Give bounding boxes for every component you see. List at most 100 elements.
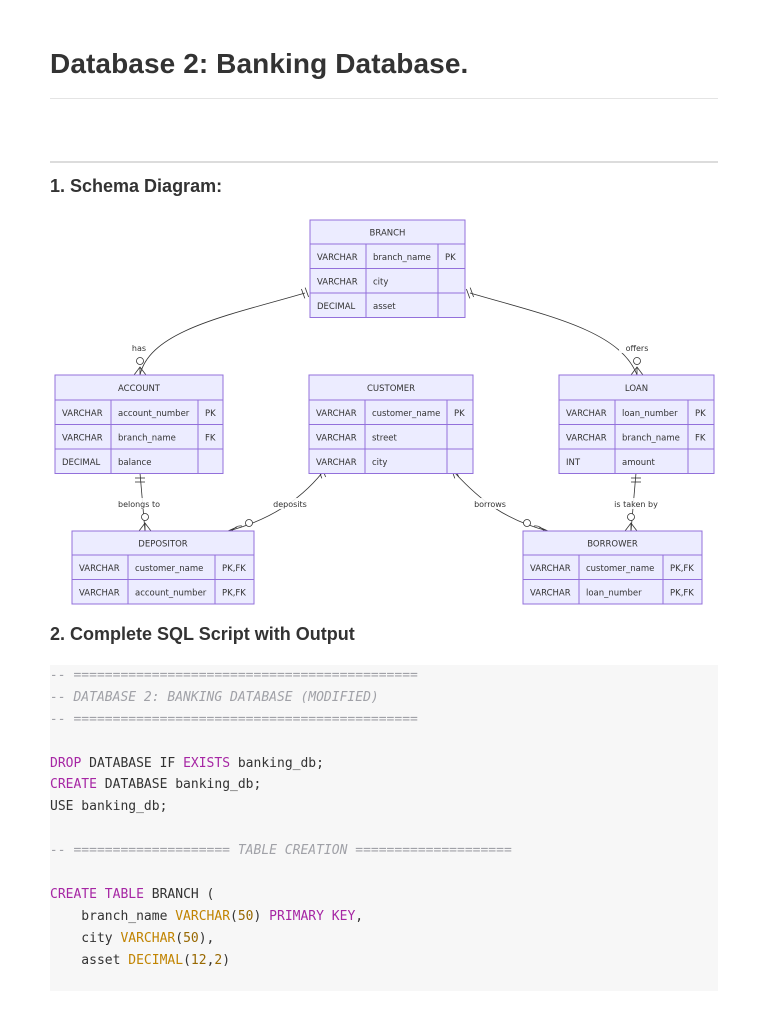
attribute-cell: loan_number	[622, 409, 678, 419]
relationship-edge	[466, 287, 644, 376]
code-token: EXISTS	[183, 755, 231, 771]
entity-box	[522, 530, 703, 605]
page-title: Database 2: Banking Database.	[50, 48, 469, 79]
attribute-cell: amount	[622, 458, 655, 468]
code-token: CREATE	[50, 886, 97, 902]
code-token: )	[253, 908, 270, 924]
attribute-cell: DECIMAL	[317, 302, 356, 312]
relationship-label: is taken by	[614, 500, 658, 509]
relationship-edge	[624, 472, 641, 532]
attribute-cell: VARCHAR	[317, 253, 358, 263]
attribute-cell: VARCHAR	[79, 564, 120, 574]
section-heading-schema: 1. Schema Diagram:	[50, 176, 223, 196]
code-token: TABLE	[104, 886, 144, 902]
relationship-label: borrows	[474, 500, 506, 509]
code-token: 50	[237, 908, 254, 924]
code-token: ,	[206, 952, 215, 968]
attribute-cell: VARCHAR	[316, 409, 357, 419]
code-token: )	[222, 952, 231, 968]
code-line	[50, 862, 718, 884]
attribute-cell: INT	[566, 458, 581, 468]
attribute-cell: PK	[205, 409, 216, 419]
code-line: -- =====================================…	[50, 709, 718, 731]
attribute-cell: asset	[373, 302, 396, 312]
relationship-label: has	[132, 344, 146, 353]
attribute-cell: account_number	[135, 588, 207, 598]
code-token: -- DATABASE 2: BANKING DATABASE (MODIFIE…	[50, 689, 379, 705]
code-token: USE banking_db;	[50, 799, 168, 815]
attribute-cell: branch_name	[118, 433, 176, 443]
entity-box	[71, 530, 255, 605]
entity-name: BORROWER	[587, 540, 638, 550]
attribute-cell: PK,FK	[670, 588, 694, 598]
relationship-label: offers	[626, 344, 649, 353]
sql-code-block: -- =====================================…	[50, 665, 718, 991]
attribute-cell: street	[372, 433, 398, 443]
code-token: -- ==================== TABLE CREATION =…	[50, 843, 512, 859]
code-token: 2	[214, 952, 223, 968]
code-token: DECIMAL	[128, 952, 184, 968]
code-line: USE banking_db;	[50, 796, 718, 818]
attribute-cell: customer_name	[135, 564, 203, 574]
code-token: branch_name	[50, 908, 176, 924]
code-token: 12	[190, 952, 207, 968]
code-token: city	[50, 930, 121, 946]
title-divider	[50, 98, 718, 99]
code-line: asset DECIMAL(12,2)	[50, 950, 718, 972]
code-token: -- =====================================…	[50, 711, 418, 727]
attribute-cell: FK	[205, 433, 216, 443]
attribute-cell: account_number	[118, 409, 190, 419]
code-token: ,	[355, 908, 364, 924]
attribute-cell: FK	[695, 433, 706, 443]
code-token: DROP	[50, 755, 82, 771]
attribute-cell: city	[373, 277, 388, 287]
code-token: ),	[198, 930, 215, 946]
attribute-cell: PK,FK	[222, 564, 246, 574]
code-token: 50	[183, 930, 199, 946]
entity-name: ACCOUNT	[118, 384, 161, 394]
relationship-edge	[133, 287, 309, 376]
code-token: BRANCH (	[143, 886, 215, 902]
code-token	[97, 887, 105, 902]
attribute-cell: PK,FK	[670, 564, 694, 574]
attribute-cell: VARCHAR	[317, 277, 358, 287]
section-divider	[50, 161, 718, 163]
code-token: (	[183, 952, 191, 968]
attribute-cell: PK	[695, 409, 706, 419]
code-line: -- ==================== TABLE CREATION =…	[50, 840, 718, 862]
code-line	[50, 818, 718, 840]
code-line: CREATE DATABASE banking_db;	[50, 774, 718, 796]
attribute-cell: VARCHAR	[79, 588, 120, 598]
code-token: PRIMARY KEY	[269, 908, 356, 924]
code-line: DROP DATABASE IF EXISTS banking_db;	[50, 753, 718, 775]
attribute-cell: VARCHAR	[530, 588, 571, 598]
code-token: DATABASE banking_db;	[96, 777, 262, 793]
attribute-cell: VARCHAR	[530, 564, 571, 574]
code-token: VARCHAR	[175, 908, 231, 924]
attribute-cell: PK,FK	[222, 588, 246, 598]
attribute-cell: city	[372, 458, 387, 468]
attribute-cell: VARCHAR	[566, 409, 607, 419]
code-token: VARCHAR	[120, 930, 176, 946]
attribute-cell: loan_number	[586, 588, 642, 598]
entity-name: CUSTOMER	[367, 384, 415, 394]
relationship-label: belongs to	[118, 500, 160, 509]
attribute-cell: PK	[445, 253, 456, 263]
attribute-cell: branch_name	[373, 253, 431, 263]
code-line: -- DATABASE 2: BANKING DATABASE (MODIFIE…	[50, 687, 718, 709]
attribute-cell: VARCHAR	[316, 458, 357, 468]
attribute-cell: DECIMAL	[62, 458, 101, 468]
code-line	[50, 731, 718, 753]
attribute-cell: branch_name	[622, 433, 680, 443]
code-line: -- =====================================…	[50, 665, 718, 687]
attribute-cell: PK	[454, 409, 465, 419]
